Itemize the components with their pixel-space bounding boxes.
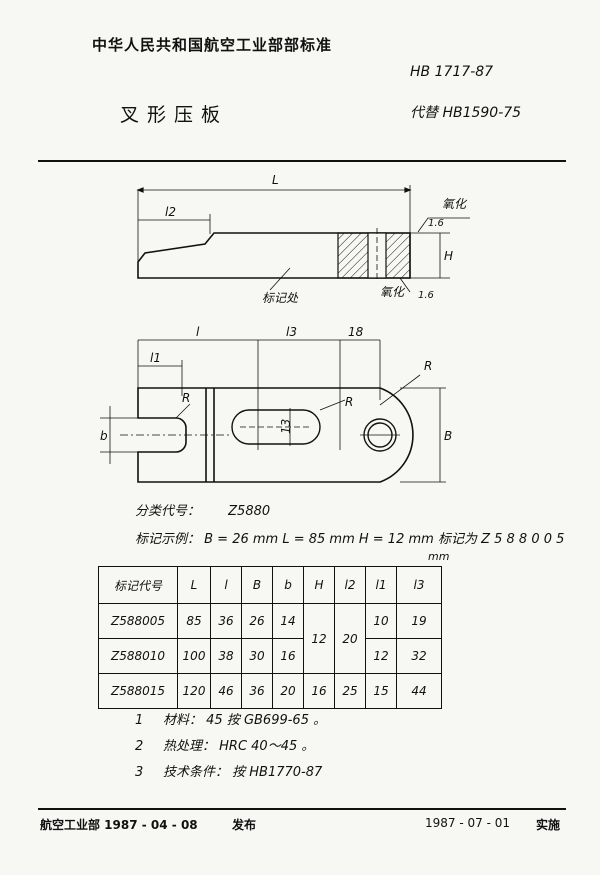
- note-item: 2 热处理： HRC 40～45 。: [135, 734, 326, 760]
- cell-l3: 19: [396, 603, 442, 639]
- note-item: 1 材料： 45 按 GB699-65 。: [135, 708, 326, 734]
- cell-B: 36: [241, 673, 273, 709]
- cell-b: 20: [272, 673, 304, 709]
- dim-l1: l1: [150, 351, 161, 365]
- implementation-date: 1987 - 07 - 01: [425, 816, 510, 830]
- col-l: l: [210, 566, 242, 604]
- radius-slot-label: R: [345, 395, 353, 409]
- table-row: Z588010 100 38 30 16 12 32: [98, 638, 442, 674]
- header-divider: [38, 160, 566, 162]
- side-view: L l2 H 1.6 氧化 氧化 1.6 标记处: [136, 173, 470, 305]
- cell-b: 14: [272, 603, 304, 639]
- dim-13: 13: [279, 419, 293, 434]
- cell-l2-merged: 20: [334, 603, 366, 674]
- col-L: L: [177, 566, 211, 604]
- col-l1: l1: [365, 566, 397, 604]
- col-H: H: [303, 566, 335, 604]
- note-text: 热处理： HRC 40～45 。: [163, 739, 315, 754]
- note-text: 材料： 45 按 GB699-65 。: [163, 713, 327, 728]
- note-item: 3 技术条件： 按 HB1770-87: [135, 760, 326, 786]
- col-code: 标记代号: [98, 566, 178, 604]
- dim-L: L: [272, 173, 279, 187]
- cell-l: 38: [210, 638, 242, 674]
- document-title: 叉形压板: [120, 104, 229, 126]
- issue-label: 发布: [232, 818, 257, 832]
- cell-l1: 10: [365, 603, 397, 639]
- dim-B: B: [444, 429, 452, 443]
- cell-l3: 32: [396, 638, 442, 674]
- note-number: 1: [135, 713, 144, 728]
- cell-l: 46: [210, 673, 242, 709]
- dim-l: l: [196, 325, 200, 339]
- dim-H: H: [444, 249, 453, 263]
- note-oxidation-bottom: 氧化: [380, 285, 406, 299]
- cell-code: Z588010: [98, 638, 178, 674]
- table-row: Z588005 85 36 26 14 12 20 10 19: [98, 603, 442, 674]
- cell-code: Z588015: [98, 673, 178, 709]
- col-b: b: [272, 566, 304, 604]
- roughness-bottom: 1.6: [418, 290, 434, 301]
- technical-notes: 1 材料： 45 按 GB699-65 。 2 热处理： HRC 40～45 。 3…: [135, 708, 326, 786]
- cell-l3: 44: [396, 673, 442, 709]
- standard-number: HB 1717-87: [410, 64, 494, 80]
- cell-L: 85: [177, 603, 211, 639]
- classification-value: Z5880: [228, 504, 271, 519]
- note-oxidation-top: 氧化: [442, 197, 468, 211]
- unit-label: mm: [428, 550, 450, 563]
- table-row: Z588015 120 46 36 20 16 25 15 44: [98, 673, 442, 709]
- cell-b: 16: [272, 638, 304, 674]
- radius-fork-label: R: [182, 391, 190, 405]
- col-B: B: [241, 566, 273, 604]
- cell-H: 16: [303, 673, 335, 709]
- cell-code: Z588005: [98, 603, 178, 639]
- radius-end-label: R: [424, 359, 432, 373]
- dim-b: b: [100, 429, 108, 443]
- cell-H-merged: 12: [303, 603, 335, 674]
- col-l2: l2: [334, 566, 366, 604]
- top-view: l l3 18 l1 13 R R R b B: [100, 325, 452, 483]
- replaces-standard: 代替 HB1590-75: [410, 105, 522, 121]
- classification-code: 分类代号： Z5880: [135, 500, 270, 519]
- dimension-table: 标记代号 L l B b H l2 l1 l3 Z588005 85 36 26…: [98, 566, 442, 709]
- note-number: 2: [135, 739, 144, 754]
- standard-org-title: 中华人民共和国航空工业部部标准: [92, 36, 333, 54]
- issuer-date: 航空工业部 1987 - 04 - 08: [40, 818, 198, 832]
- marking-example: 标记示例： B = 26 mm L = 85 mm H = 12 mm 标记为 …: [135, 532, 565, 547]
- note-number: 3: [135, 765, 144, 780]
- table-header-row: 标记代号 L l B b H l2 l1 l3: [98, 566, 442, 604]
- cell-l2: 25: [334, 673, 366, 709]
- classification-label: 分类代号：: [135, 504, 201, 519]
- cell-L: 100: [177, 638, 211, 674]
- cell-l: 36: [210, 603, 242, 639]
- technical-drawing: L l2 H 1.6 氧化 氧化 1.6 标记处 l l3 18 l1: [100, 173, 470, 483]
- footer-divider: [38, 808, 566, 810]
- cell-l1: 12: [365, 638, 397, 674]
- implementation-label: 实施: [536, 818, 561, 832]
- dim-l2: l2: [165, 205, 176, 219]
- dim-l3: l3: [286, 325, 297, 339]
- cell-B: 26: [241, 603, 273, 639]
- cell-B: 30: [241, 638, 273, 674]
- note-text: 技术条件： 按 HB1770-87: [163, 765, 323, 780]
- mark-location-label: 标记处: [262, 291, 299, 305]
- dim-18: 18: [348, 325, 364, 339]
- cell-l1: 15: [365, 673, 397, 709]
- cell-L: 120: [177, 673, 211, 709]
- roughness-top: 1.6: [428, 218, 444, 229]
- col-l3: l3: [396, 566, 442, 604]
